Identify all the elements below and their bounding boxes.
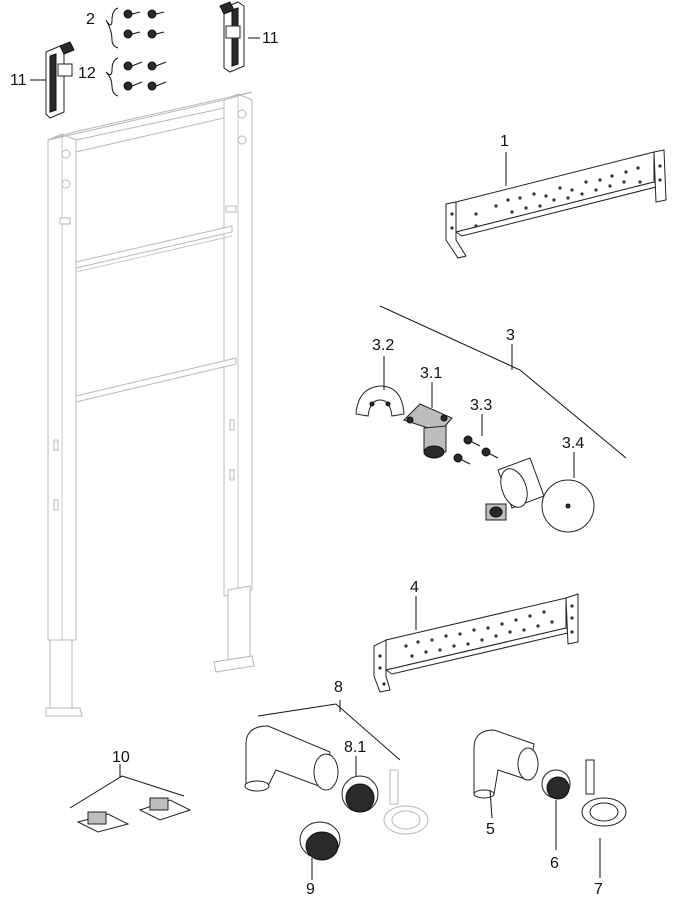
half-shell-3-2 bbox=[355, 385, 405, 417]
bend-5 bbox=[473, 729, 539, 799]
mounting-plate-1 bbox=[445, 149, 667, 259]
label-2: 2 bbox=[86, 11, 95, 28]
valve-insert bbox=[485, 503, 507, 521]
label-7: 7 bbox=[594, 881, 603, 898]
screw-set-12 bbox=[105, 57, 167, 97]
pipe-clip-7 bbox=[581, 759, 627, 827]
rosette-3-4 bbox=[541, 479, 595, 533]
label-3-1: 3.1 bbox=[420, 365, 443, 382]
label-8-1: 8.1 bbox=[344, 739, 367, 756]
seal-8-1 bbox=[341, 775, 379, 813]
installation-frame bbox=[45, 91, 255, 717]
label-6: 6 bbox=[550, 855, 559, 872]
wall-bracket-left bbox=[45, 41, 75, 119]
screw-icon bbox=[453, 435, 499, 465]
label-11-right: 11 bbox=[262, 30, 279, 47]
label-5: 5 bbox=[486, 821, 495, 838]
screw-icon bbox=[123, 61, 167, 91]
label-3-4: 3.4 bbox=[562, 435, 585, 452]
wall-bracket-right bbox=[219, 1, 245, 73]
floor-clips-10 bbox=[76, 797, 192, 833]
seal-9 bbox=[299, 821, 341, 861]
wall-elbow-3-1 bbox=[403, 403, 453, 459]
screw-icon bbox=[123, 9, 165, 39]
label-3: 3 bbox=[506, 327, 515, 344]
label-9: 9 bbox=[306, 881, 315, 898]
seal-6 bbox=[541, 769, 571, 800]
drain-elbow-8 bbox=[244, 725, 339, 792]
label-12: 12 bbox=[78, 65, 96, 82]
mounting-plate-4 bbox=[373, 593, 579, 693]
label-11-left: 11 bbox=[10, 72, 27, 89]
label-10: 10 bbox=[112, 749, 130, 766]
screw-set-2 bbox=[105, 7, 165, 49]
label-1: 1 bbox=[500, 133, 509, 150]
label-3-3: 3.3 bbox=[470, 397, 493, 414]
label-8: 8 bbox=[334, 679, 343, 696]
connection-set-3 bbox=[355, 305, 627, 533]
label-4: 4 bbox=[410, 579, 419, 596]
label-3-2: 3.2 bbox=[372, 337, 395, 354]
pipe-clip-8 bbox=[383, 769, 429, 835]
